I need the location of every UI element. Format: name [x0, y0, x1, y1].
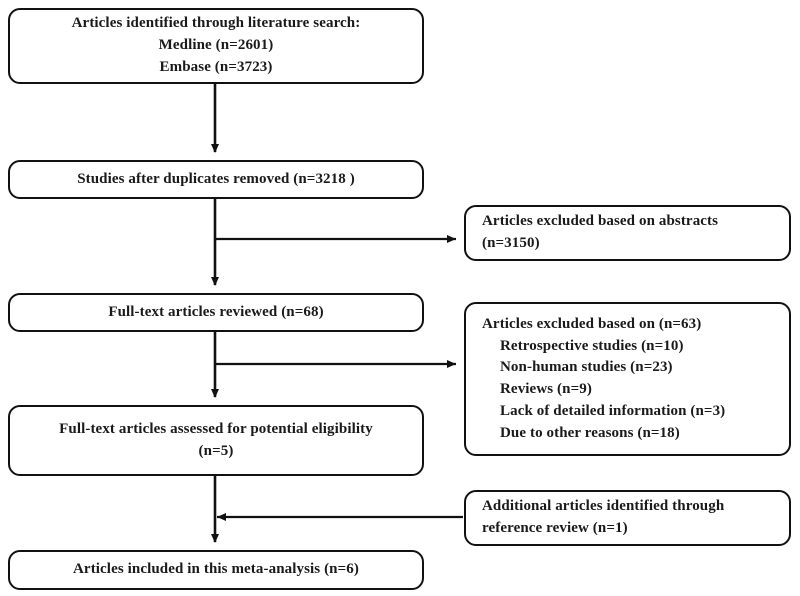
node-line: Lack of detailed information (n=3) [500, 402, 726, 419]
node-line: reference review (n=1) [482, 520, 628, 536]
node-line: (n=3150) [482, 235, 540, 251]
node-line: Medline (n=2601) [158, 37, 274, 54]
node-line: Articles identified through literature s… [71, 15, 361, 32]
node-line: Full-text articles reviewed (n=68) [108, 303, 324, 320]
node-fulltext-reviewed: Full-text articles reviewed (n=68) [8, 293, 424, 332]
node-duplicates-removed: Studies after duplicates removed (n=3218… [8, 160, 424, 199]
node-line: Additional articles identified through [482, 498, 725, 515]
node-line: Articles included in this meta-analysis … [73, 561, 359, 578]
node-excluded-abstracts: Articles excluded based on abstracts (n=… [464, 205, 791, 261]
node-excluded-reasons: Articles excluded based on (n=63) Retros… [464, 302, 791, 456]
node-assessed-eligibility: Full-text articles assessed for potentia… [8, 405, 424, 476]
node-line: Articles excluded based on abstracts [482, 213, 719, 230]
node-line: Embase (n=3723) [159, 58, 273, 75]
node-line: Non-human studies (n=23) [500, 359, 673, 376]
node-line: (n=5) [198, 442, 234, 459]
node-line: Full-text articles assessed for potentia… [59, 420, 373, 437]
node-articles-included: Articles included in this meta-analysis … [8, 550, 424, 590]
node-line: Reviews (n=9) [500, 381, 592, 397]
node-line: Retrospective studies (n=10) [500, 337, 684, 354]
node-articles-identified: Articles identified through literature s… [8, 8, 424, 84]
node-additional-articles: Additional articles identified through r… [464, 490, 791, 546]
node-line: Studies after duplicates removed (n=3218… [77, 170, 355, 187]
node-line: Articles excluded based on (n=63) [482, 315, 702, 332]
node-line: Due to other reasons (n=18) [500, 424, 680, 441]
